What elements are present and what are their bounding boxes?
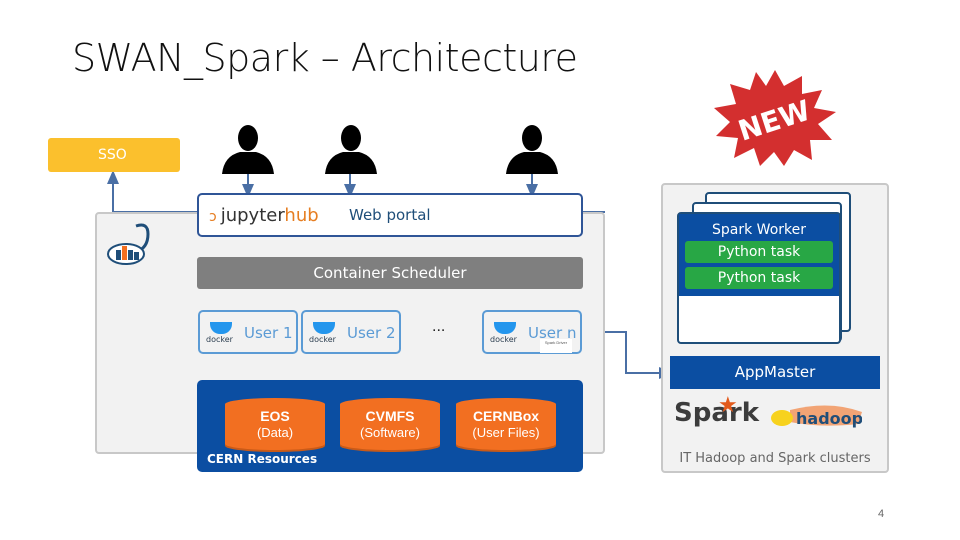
- docker-icon: docker: [490, 320, 520, 346]
- user-silhouette-icon: [506, 125, 558, 174]
- user-silhouette-icon: [325, 125, 377, 174]
- ellipsis: ...: [432, 318, 446, 335]
- user-container-1: docker User 1: [198, 310, 298, 354]
- spark-worker: Spark Worker Python task Python task: [677, 212, 841, 344]
- page-number: 4: [878, 508, 885, 520]
- docker-icon: docker: [206, 320, 236, 346]
- storage-cernbox: CERNBox(User Files): [456, 398, 556, 450]
- svg-text:hadoop: hadoop: [796, 409, 862, 428]
- storage-eos: EOS(Data): [225, 398, 325, 450]
- spark-worker-title: Spark Worker: [712, 222, 806, 238]
- slide-title: SWAN_Spark – Architecture: [72, 36, 578, 80]
- python-task: Python task: [685, 267, 833, 289]
- spark-driver-label: Spark Driver: [540, 339, 572, 353]
- web-portal-label: Web portal: [349, 206, 431, 224]
- python-task: Python task: [685, 241, 833, 263]
- jupyter-icon: ↄ: [209, 209, 217, 225]
- user-silhouette-icon: [222, 125, 274, 174]
- user-container-2: docker User 2: [301, 310, 401, 354]
- docker-icon: docker: [309, 320, 339, 346]
- hadoop-logo: hadoop: [771, 405, 862, 428]
- cern-resources: EOS(Data) CVMFS(Software) CERNBox(User F…: [197, 380, 583, 472]
- new-badge: NEW: [714, 70, 836, 166]
- swan-logo-icon: [107, 223, 150, 265]
- sso-box: SSO: [48, 138, 180, 172]
- appmaster: AppMaster: [670, 356, 880, 389]
- spark-logo: Spark: [674, 398, 759, 428]
- cern-resources-label: CERN Resources: [207, 452, 318, 466]
- it-cluster-label: IT Hadoop and Spark clusters: [679, 451, 871, 466]
- spark-star-icon: ★: [718, 392, 738, 417]
- container-scheduler: Container Scheduler: [197, 257, 583, 289]
- storage-cvmfs: CVMFS(Software): [340, 398, 440, 450]
- sso-arrow: [107, 170, 197, 213]
